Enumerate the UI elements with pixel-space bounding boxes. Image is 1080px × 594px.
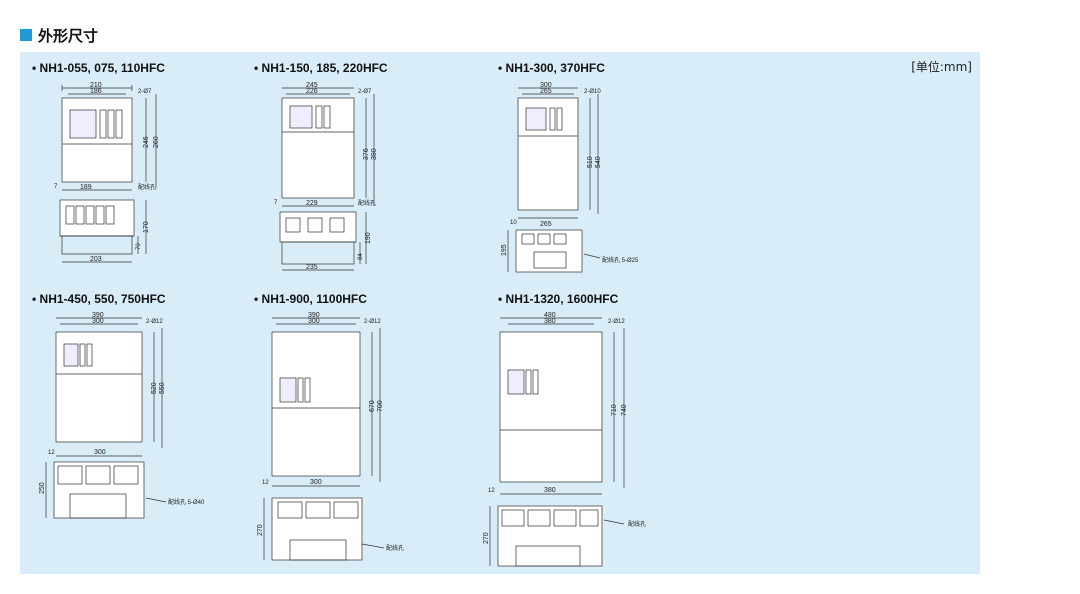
mount-hole-label: 2-Ø12 [146,319,163,325]
dim-height-outer: 550 [159,382,166,394]
dim-width-outer: 245 [306,82,318,89]
dim-height-outer: 390 [371,148,378,160]
hole-note: 配线孔 5-Ø25 [602,256,639,264]
dim-height-inner: 510 [587,156,594,168]
mount-hole-label: 2-Ø7 [358,89,372,95]
section-heading: 外形尺寸 [20,24,98,46]
dim-height-outer: 540 [595,156,602,168]
dim-width-outer: 210 [90,82,102,89]
dim-width-outer: 390 [92,312,104,319]
dim-side-depth: 250 [39,482,46,494]
section-title: 外形尺寸 [38,26,99,45]
dim-height-inner: 670 [369,400,376,412]
dim-side-width: 235 [306,264,318,271]
drawing-model-2: 245 226 2-Ø7 376 390 7 229 配线孔 190 84 23… [274,82,378,271]
dim-side-depth: 270 [257,524,264,536]
dim-side-width: 203 [90,256,102,263]
dim-bottom-offset: 7 [54,184,58,190]
drawing-model-3: 300 265 2-Ø10 510 540 10 265 195 配线孔 5-Ø… [501,82,639,273]
dim-bottom-width: 300 [94,449,106,456]
dim-width-inner: 300 [92,318,104,325]
model-title-4: • NH1-450, 550, 750HFC [32,292,166,306]
model-title-1: • NH1-055, 075, 110HFC [32,61,165,75]
dim-width-inner: 226 [306,88,318,95]
dim-width-inner: 186 [90,88,102,95]
mount-hole-label: 2-Ø7 [138,89,152,95]
drawing-model-6: 480 380 2-Ø12 710 740 12 380 270 配线孔 [483,312,646,567]
dim-side-depth: 195 [501,244,508,256]
dim-height-inner: 376 [363,148,370,160]
dim-side-depth: 270 [483,532,490,544]
model-title-3: • NH1-300, 370HFC [498,61,605,75]
mount-hole-label: 2-Ø10 [584,89,601,95]
dim-width-inner: 380 [544,318,556,325]
hole-label: 配线孔 [138,183,156,191]
dim-bottom-width: 229 [306,200,318,207]
dimensions-panel: [单位:mm] • NH1-055, 075, 110HFC • NH1-150… [20,52,980,574]
dim-bottom-width: 300 [310,479,322,486]
dim-bottom-offset: 12 [262,480,269,486]
dim-side-depth2: 84 [358,253,364,260]
dim-bottom-offset: 10 [510,220,517,226]
dim-width-outer: 390 [308,312,320,319]
dim-height-outer: 700 [377,400,384,412]
dim-height-outer: 260 [153,136,160,148]
dim-bottom-width: 265 [540,221,552,228]
dim-bottom-width: 189 [80,184,92,191]
dim-bottom-width: 380 [544,487,556,494]
heading-marker-icon [20,29,32,41]
dim-bottom-offset: 12 [48,450,55,456]
unit-label: [单位:mm] [911,60,972,74]
dim-side-depth2: 70 [136,243,142,250]
hole-label: 配线孔 [386,544,404,552]
mount-hole-label: 2-Ø12 [608,319,625,325]
dim-width-inner: 265 [540,88,552,95]
dim-side-depth: 170 [143,221,150,233]
dim-bottom-offset: 12 [488,488,495,494]
dim-height-inner: 246 [143,136,150,148]
dim-height-inner: 710 [611,404,618,416]
mount-hole-label: 2-Ø12 [364,319,381,325]
drawing-model-4: 390 300 2-Ø12 520 550 12 300 250 配线孔 5-Ø… [39,312,205,519]
hole-label: 配线孔 [358,199,376,207]
dim-width-outer: 480 [544,312,556,319]
drawing-model-5: 390 300 2-Ø12 670 700 12 300 270 配线孔 [257,312,404,561]
dim-width-inner: 300 [308,318,320,325]
model-title-5: • NH1-900, 1100HFC [254,292,367,306]
model-title-6: • NH1-1320, 1600HFC [498,292,619,306]
dim-height-outer: 740 [621,404,628,416]
dim-bottom-offset: 7 [274,200,278,206]
model-title-2: • NH1-150, 185, 220HFC [254,61,388,75]
dim-height-inner: 520 [151,382,158,394]
hole-label: 配线孔 [628,520,646,528]
dim-width-outer: 300 [540,82,552,89]
hole-note: 配线孔 5-Ø40 [168,498,205,506]
drawing-model-1: 210 186 2-Ø7 246 260 7 189 配线孔 170 70 20… [54,82,160,263]
dim-side-depth: 190 [365,232,372,244]
